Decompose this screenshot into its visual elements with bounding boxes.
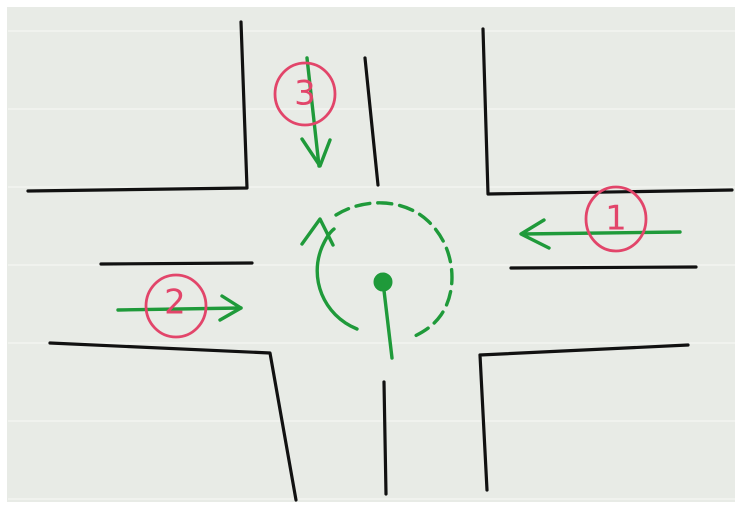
route-3-arrow-down <box>305 56 321 168</box>
marker-label-1: 1 <box>605 199 627 239</box>
route-1-arrowhead <box>519 218 551 250</box>
dashed-turn-circle <box>334 201 454 338</box>
car-marker-stem <box>381 280 394 360</box>
road-edge-bottom-left <box>48 341 298 502</box>
paper-sheet <box>7 7 735 502</box>
road-edge-bottom-center <box>382 380 388 496</box>
route-marker-3: 3 <box>273 61 337 127</box>
marker-label-2: 2 <box>164 283 186 323</box>
road-edge-top-right <box>481 27 734 196</box>
marker-ring-2 <box>144 273 208 339</box>
vehicle-paths <box>116 56 682 360</box>
marker-ring-1 <box>584 185 648 253</box>
road-edge-right-mid <box>509 265 698 270</box>
vehicle-turn-path <box>315 227 359 331</box>
route-3-arrowhead <box>300 137 332 168</box>
road-edge-left-mid <box>99 261 254 266</box>
road-edge-top-center <box>363 56 380 187</box>
route-2-arrowhead <box>218 294 243 322</box>
marker-ring-3 <box>273 61 337 127</box>
road-edge-bottom-right <box>478 343 690 492</box>
road-edge-top-left <box>26 20 249 193</box>
road-edges <box>26 20 734 502</box>
marker-label-3: 3 <box>294 74 316 114</box>
route-marker-2: 2 <box>144 273 208 339</box>
route-1-arrow-left <box>520 230 682 236</box>
route-2-arrow-right <box>116 306 243 312</box>
turn-path-arrowhead <box>300 217 335 247</box>
route-marker-1: 1 <box>584 185 648 253</box>
